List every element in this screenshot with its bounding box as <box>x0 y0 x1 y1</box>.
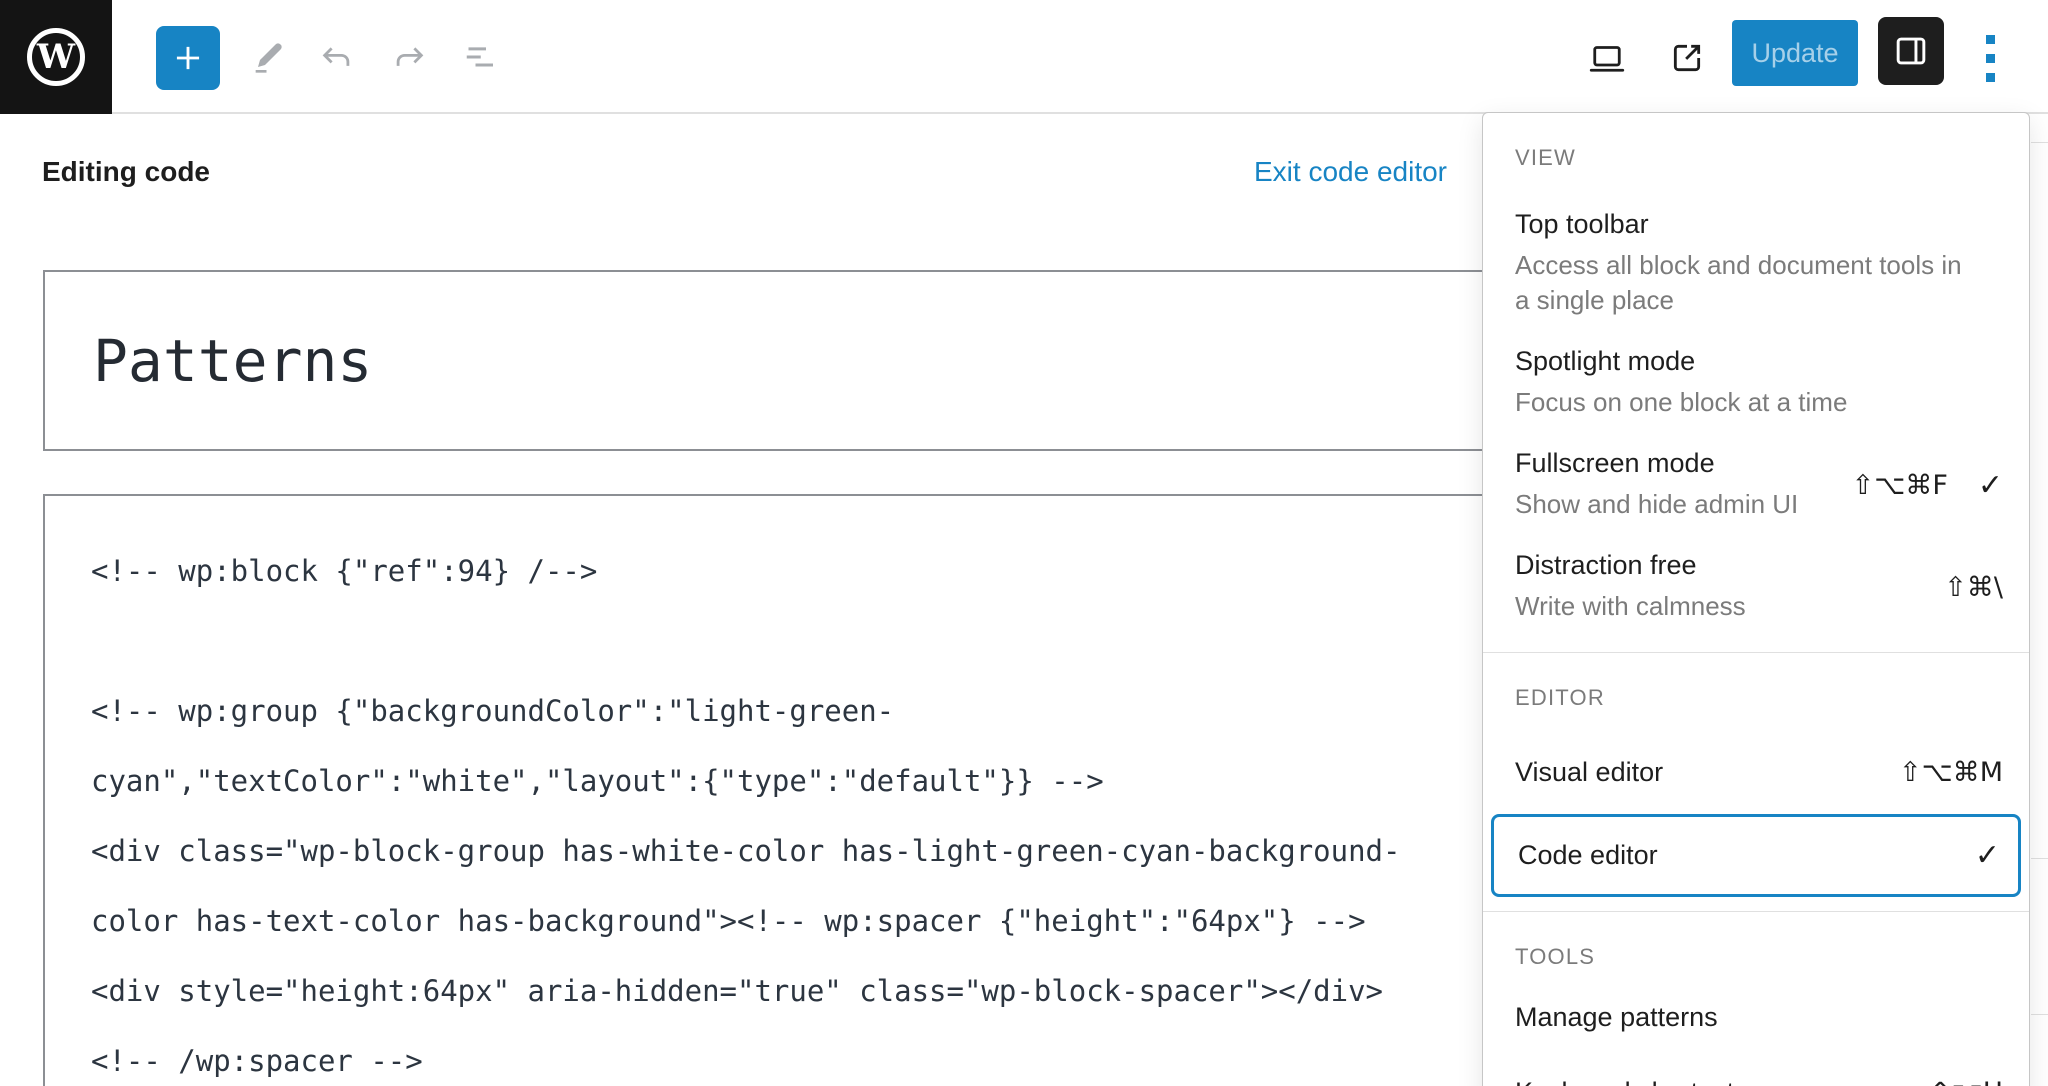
wordpress-logo-button[interactable]: W <box>0 0 112 114</box>
menu-divider <box>1483 652 2029 653</box>
code-line: <!-- wp:block {"ref":94} /--> <box>91 554 598 588</box>
document-overview-button[interactable] <box>448 27 510 89</box>
external-link-icon <box>1667 38 1707 78</box>
code-line: color has-text-color has-background"><!-… <box>91 904 1366 938</box>
menu-item-visual-editor[interactable]: Visual editor ⇧⌥⌘M <box>1515 757 2003 788</box>
plus-icon <box>169 39 207 77</box>
list-view-icon <box>458 37 500 79</box>
menu-item-fullscreen-mode[interactable]: Fullscreen mode Show and hide admin UI ⇧… <box>1515 448 2003 519</box>
code-line: <!-- wp:group {"backgroundColor":"light-… <box>91 694 895 728</box>
undo-icon <box>315 37 357 79</box>
code-editor-textarea[interactable]: <!-- wp:block {"ref":94} /--> <!-- wp:gr… <box>43 494 1488 1086</box>
pencil-icon <box>249 38 289 78</box>
menu-section-view: VIEW <box>1515 145 1577 170</box>
menu-item-code-editor[interactable]: Code editor ✓ <box>1518 838 2000 873</box>
menu-divider <box>1483 911 2029 912</box>
menu-section-editor: EDITOR <box>1515 685 1605 710</box>
shortcut-text: ⇧⌥⌘F <box>1851 469 1948 501</box>
options-menu-popover: VIEW Top toolbar Access all block and do… <box>1482 112 2030 1086</box>
menu-item-keyboard-shortcuts[interactable]: Keyboard shortcuts ^⌥H <box>1483 1055 2029 1086</box>
shortcut-text: ⇧⌥⌘M <box>1898 757 2003 788</box>
code-line: <!-- /wp:spacer --> <box>91 1044 423 1078</box>
top-toolbar: W <box>0 0 2048 114</box>
shortcut-text: ⇧⌘\ <box>1944 571 2003 603</box>
checkmark-icon: ✓ <box>1977 467 2003 503</box>
undo-button[interactable] <box>305 27 367 89</box>
desktop-icon <box>1586 37 1628 79</box>
redo-button[interactable] <box>379 27 441 89</box>
settings-sidebar-edge <box>2031 114 2048 1086</box>
settings-sidebar-toggle[interactable] <box>1878 17 1944 85</box>
post-title-input[interactable]: Patterns <box>43 270 1488 451</box>
preview-button[interactable] <box>1576 27 1638 89</box>
editing-code-label: Editing code <box>42 156 210 187</box>
code-line: <div class="wp-block-group has-white-col… <box>91 834 1401 868</box>
menu-item-manage-patterns[interactable]: Manage patterns <box>1515 1002 1718 1032</box>
menu-section-tools: TOOLS <box>1515 944 1596 969</box>
menu-item-spotlight-mode[interactable]: Spotlight mode Focus on one block at a t… <box>1515 346 1848 417</box>
menu-item-top-toolbar[interactable]: Top toolbar Access all block and documen… <box>1515 209 1962 315</box>
shortcut-text: ^⌥H <box>1929 1077 2003 1086</box>
code-line <box>91 606 1456 676</box>
code-line: <div style="height:64px" aria-hidden="tr… <box>91 974 1384 1008</box>
exit-code-editor-link[interactable]: Exit code editor <box>1254 156 1447 187</box>
redo-icon <box>389 37 431 79</box>
menu-item-distraction-free[interactable]: Distraction free Write with calmness ⇧⌘\ <box>1515 550 2003 621</box>
code-editor-focus-ring: Code editor ✓ <box>1491 814 2021 897</box>
tools-button[interactable] <box>238 27 300 89</box>
sidebar-panel-icon <box>1889 29 1933 73</box>
post-title-value: Patterns <box>93 326 373 395</box>
block-inserter-button[interactable] <box>156 26 220 90</box>
view-post-button[interactable] <box>1656 27 1718 89</box>
options-menu-button[interactable] <box>1964 26 2016 90</box>
wordpress-icon: W <box>27 28 85 86</box>
kebab-menu-icon <box>1985 34 1995 44</box>
code-line: cyan","textColor":"white","layout":{"typ… <box>91 764 1104 798</box>
checkmark-icon: ✓ <box>1974 838 2000 873</box>
update-button[interactable]: Update <box>1732 20 1858 86</box>
